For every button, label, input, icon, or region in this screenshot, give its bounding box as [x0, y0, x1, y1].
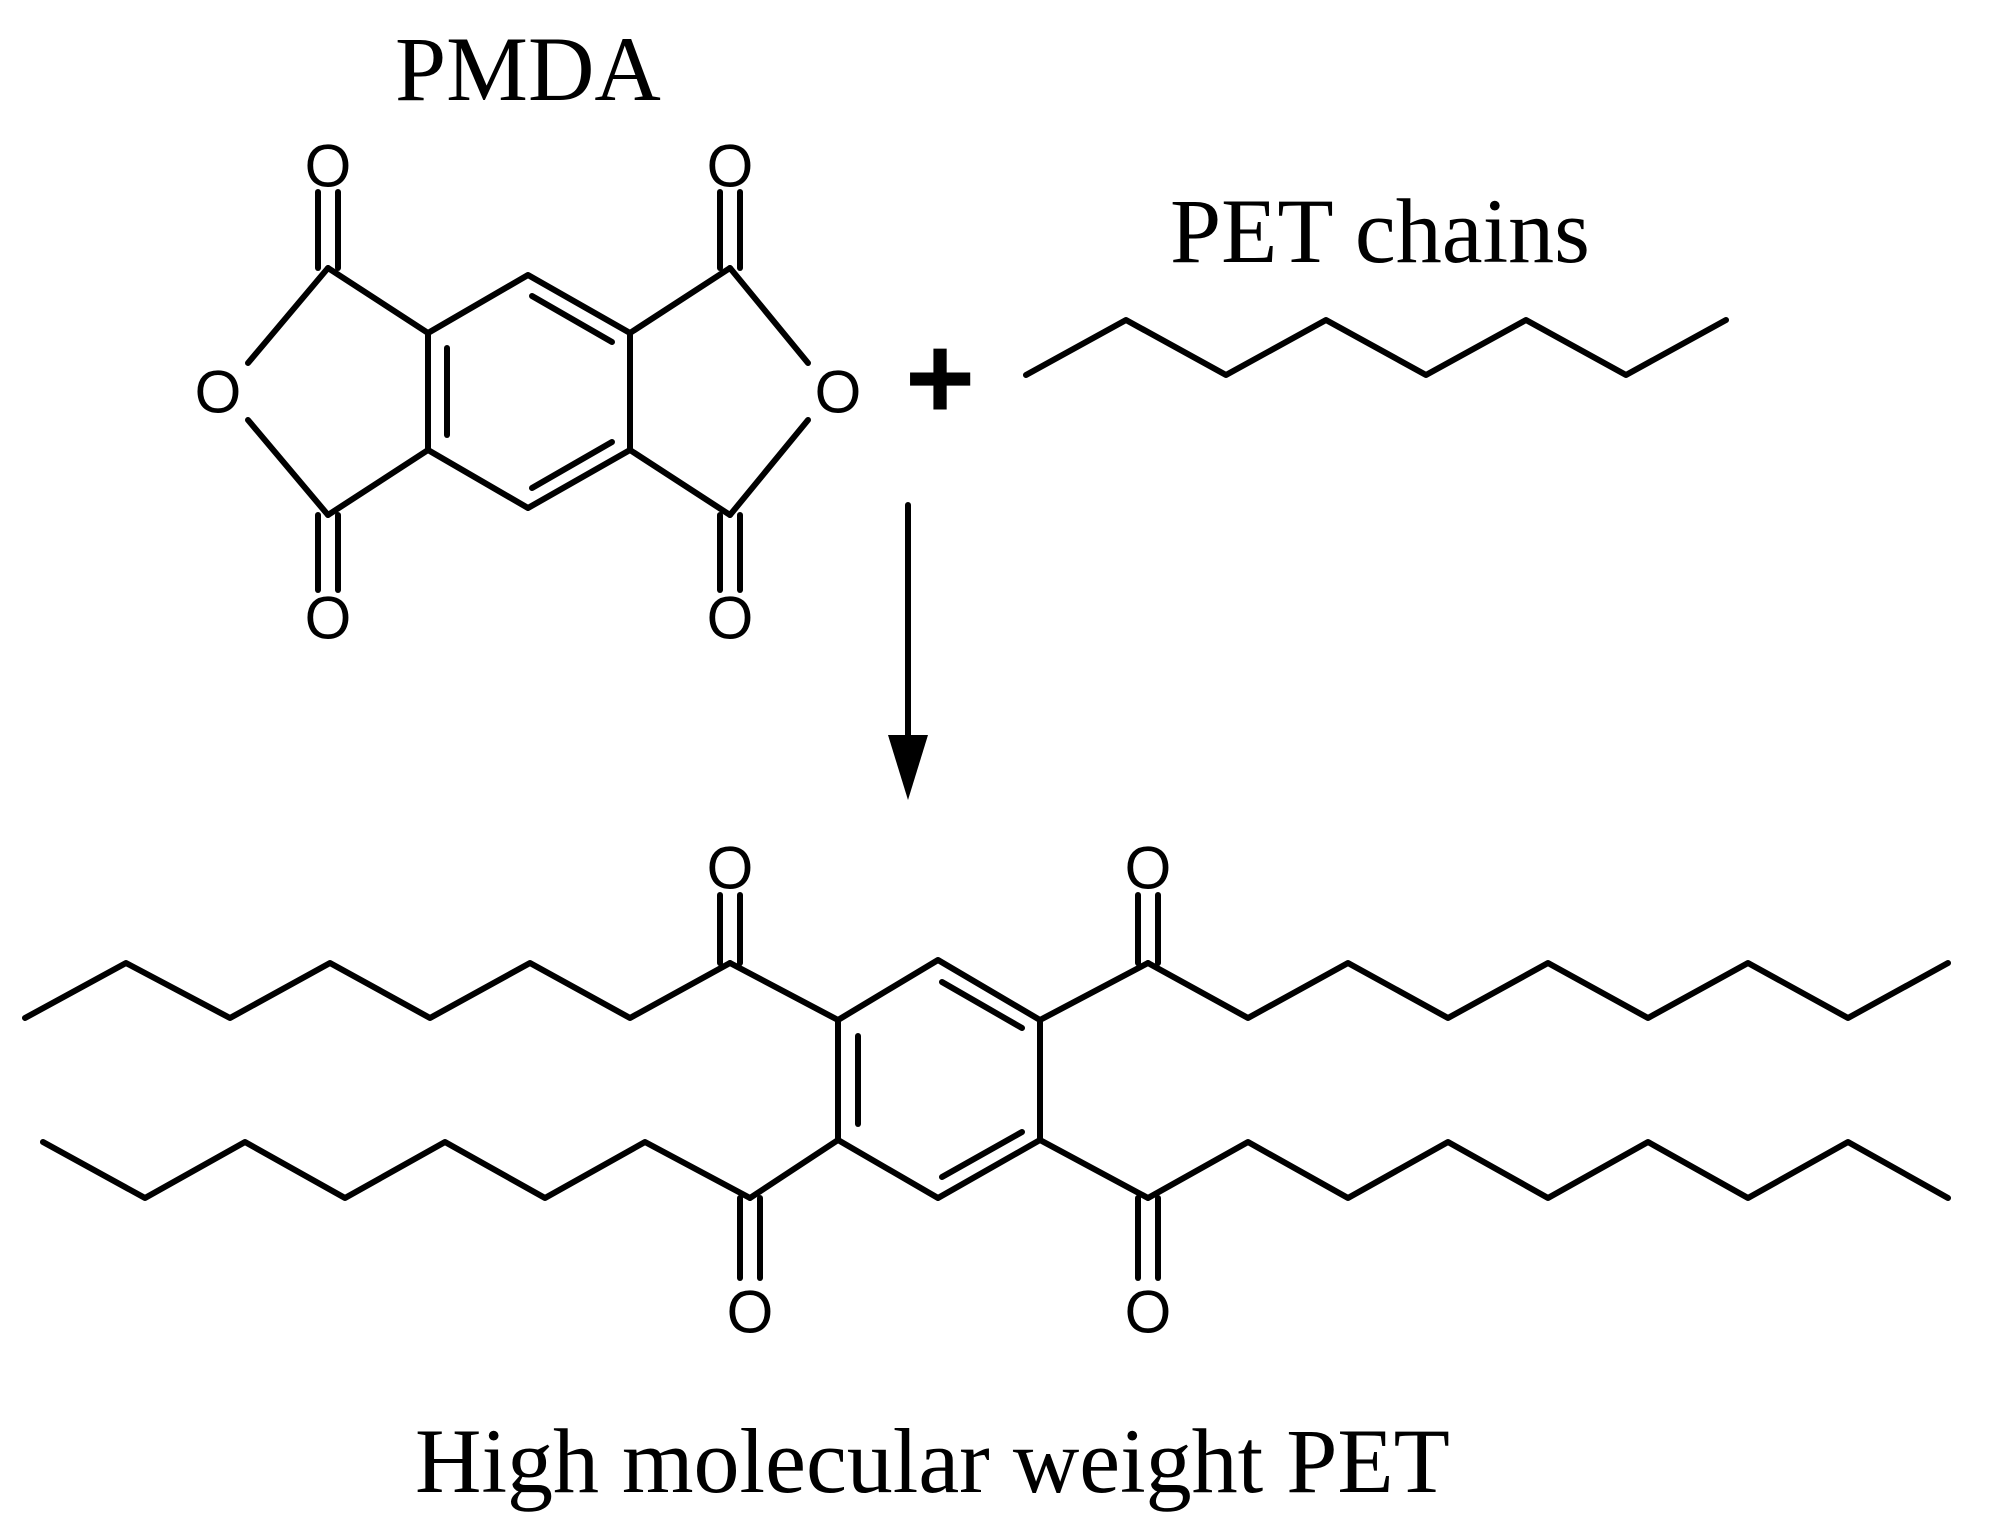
pet-chains-label: PET chains — [1170, 180, 1590, 282]
product-benzene-ring — [835, 957, 1043, 1201]
pet-chain-upper-right — [1145, 960, 1951, 1021]
oxygen-atom: O — [1125, 1279, 1172, 1346]
product-aromatic-bond — [939, 1129, 1025, 1180]
pet-chain-lower-right — [1145, 1139, 1951, 1201]
product-bond — [1037, 960, 1151, 1023]
pet-chain-upper-left — [22, 960, 733, 1021]
pmda-aromatic-bond — [529, 293, 615, 345]
pmda-bond — [245, 265, 331, 366]
oxygen-atom: O — [707, 585, 754, 652]
pmda-bond — [627, 447, 733, 518]
oxygen-atom: O — [815, 359, 862, 426]
plus-sign: + — [905, 311, 975, 445]
pmda-bond — [627, 265, 733, 336]
pmda-aromatic-bond — [529, 439, 615, 491]
reaction-arrow — [888, 502, 928, 800]
oxygen-atom: O — [1125, 835, 1172, 902]
pmda-label: PMDA — [395, 18, 661, 120]
product-bond — [727, 960, 841, 1023]
pmda-molecule: O O O O O O — [195, 133, 862, 652]
oxygen-atom: O — [727, 1279, 774, 1346]
pet-chain-reactant — [1023, 317, 1729, 378]
product-bond — [747, 1137, 841, 1201]
reaction-arrow-head — [888, 735, 928, 800]
pmda-bond — [325, 447, 431, 518]
oxygen-atom: O — [707, 835, 754, 902]
product-molecule: O O O O — [22, 835, 1951, 1346]
product-label: High molecular weight PET — [415, 1410, 1450, 1512]
oxygen-atom: O — [305, 133, 352, 200]
pmda-bond — [245, 417, 331, 518]
pmda-benzene-ring — [425, 272, 633, 511]
oxygen-atom: O — [195, 359, 242, 426]
product-aromatic-bond — [939, 979, 1025, 1031]
pet-chain-lower-left — [40, 1139, 753, 1201]
oxygen-atom: O — [305, 585, 352, 652]
product-bond — [1037, 1137, 1151, 1201]
pmda-bond — [727, 265, 811, 366]
pmda-bond — [727, 417, 811, 518]
pmda-bond — [325, 265, 431, 336]
oxygen-atom: O — [707, 133, 754, 200]
